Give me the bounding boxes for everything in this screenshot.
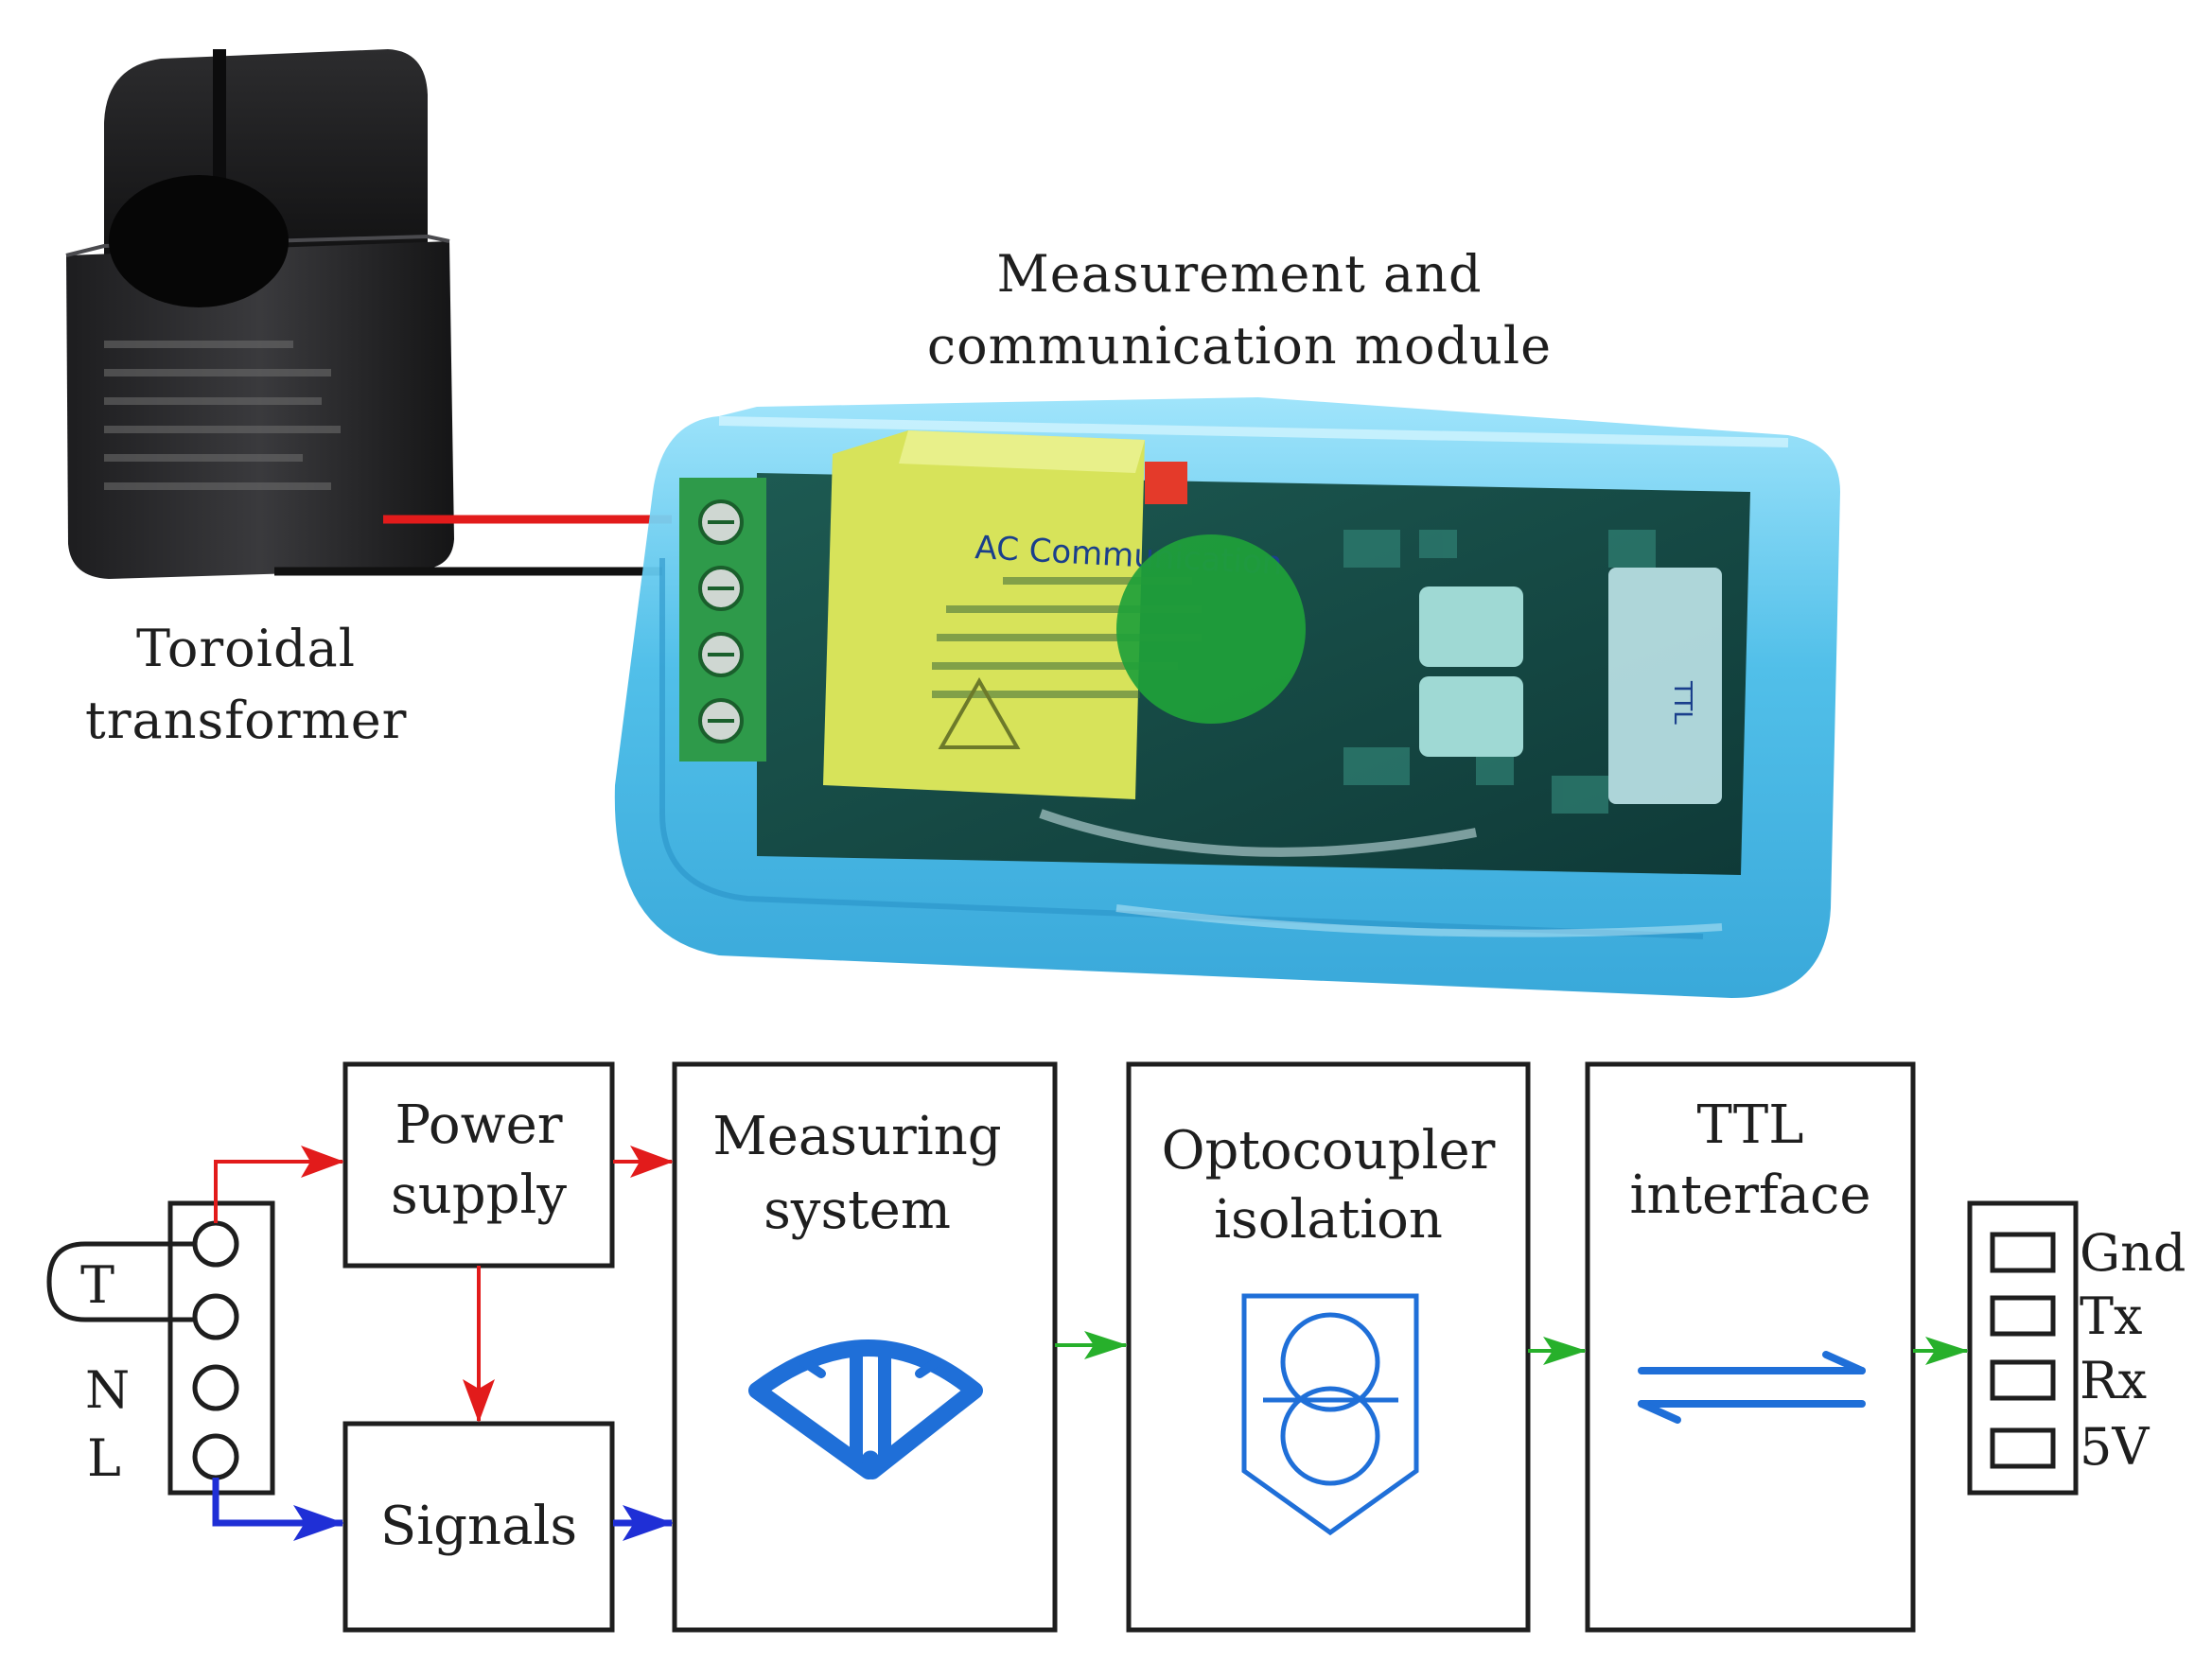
optocoupler-label-line1: Optocoupler (1162, 1120, 1496, 1182)
transformer-caption: Toroidal transformer (85, 613, 407, 757)
module-caption-line1: Measurement and (996, 244, 1483, 304)
ttl-label-line1: TTL (1697, 1094, 1804, 1156)
pin-label-gnd: Gnd (2080, 1223, 2186, 1283)
power-supply-label-line1: Power (395, 1094, 563, 1156)
bidirectional-arrows-icon (1638, 1351, 1866, 1424)
power-supply-block (342, 1061, 615, 1269)
module-caption: Measurement and communication module (908, 238, 1571, 382)
power-input-line (214, 1146, 344, 1223)
terminal-label-l: L (87, 1428, 121, 1488)
signals-block (342, 1421, 615, 1633)
signals-label: Signals (380, 1496, 577, 1557)
toroidal-transformer-photo (65, 49, 454, 579)
loop-label-t: T (80, 1255, 114, 1315)
pcb-side-label: TTL (1668, 680, 1696, 725)
measuring-label-line1: Measuring (712, 1106, 1001, 1167)
measurement-module-photo: TTL AC Communication (614, 397, 1840, 998)
gauge-icon (748, 1339, 983, 1479)
transformer-caption-line2: transformer (85, 691, 408, 750)
input-terminal (167, 1200, 275, 1496)
transformer-caption-line1: Toroidal (136, 619, 356, 678)
terminal-label-n: N (85, 1360, 130, 1420)
ttl-interface-block (1585, 1061, 1916, 1633)
shield-isolation-icon (1241, 1293, 1419, 1536)
hardware-illustration: TTL AC Communication (65, 49, 1840, 998)
power-supply-label-line2: supply (391, 1164, 567, 1226)
ttl-label-line2: interface (1629, 1164, 1870, 1226)
transformer-loop (46, 1241, 195, 1322)
pin-label-5v: 5V (2080, 1417, 2150, 1477)
measuring-label-line2: system (764, 1180, 951, 1241)
transformer-marking (104, 341, 341, 490)
output-connector (1967, 1200, 2079, 1496)
pin-label-tx: Tx (2080, 1287, 2142, 1346)
optocoupler-block (1126, 1061, 1531, 1633)
pin-label-rx: Rx (2080, 1351, 2147, 1410)
signal-input-line (212, 1478, 344, 1541)
module-caption-line2: communication module (926, 316, 1553, 376)
optocoupler-label-line2: isolation (1214, 1189, 1443, 1251)
